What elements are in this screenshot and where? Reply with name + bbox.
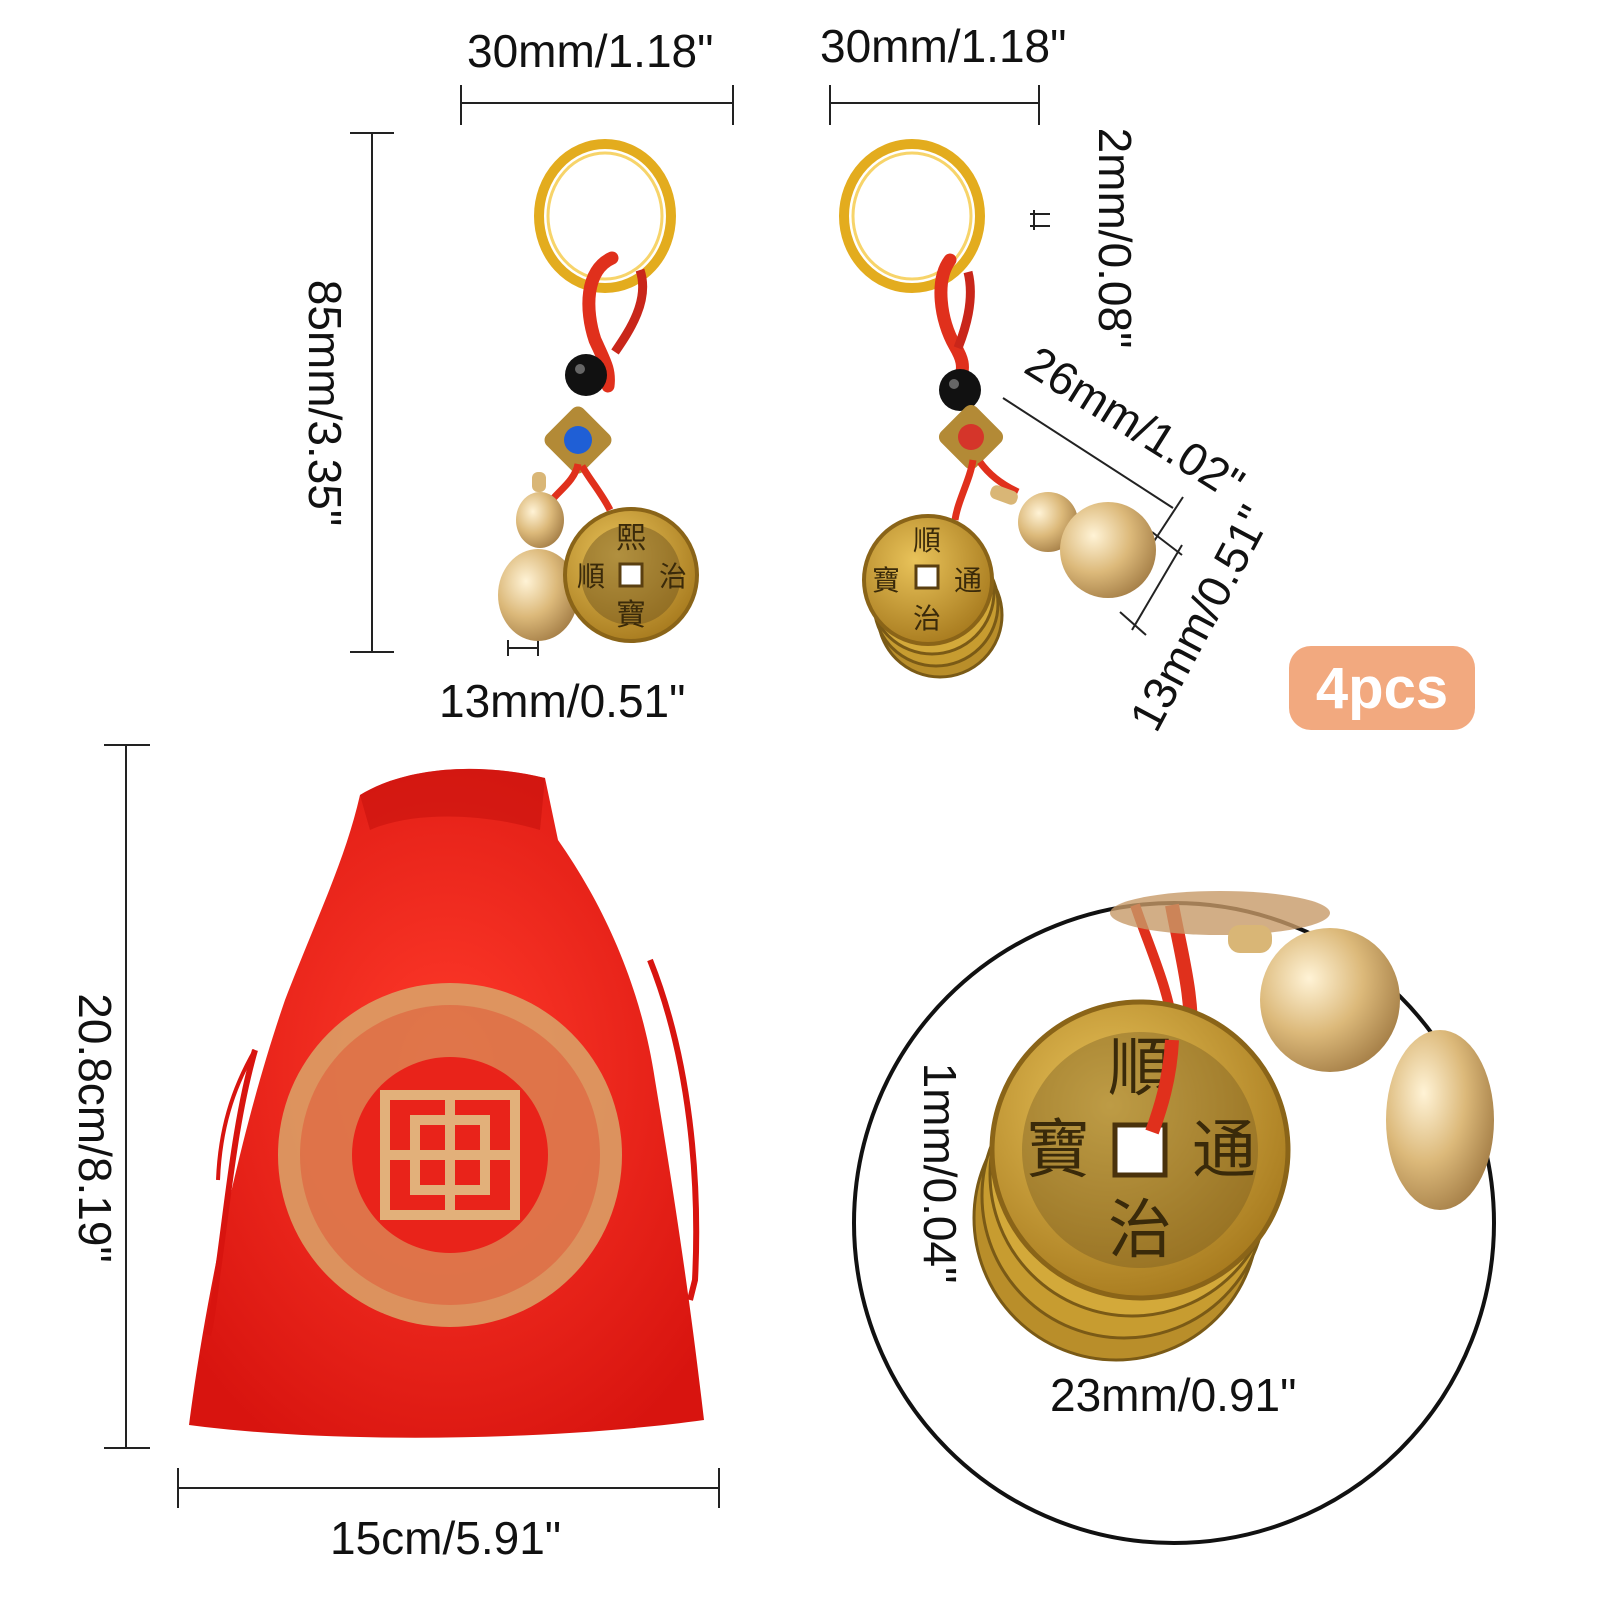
bag-width-label: 15cm/5.91" bbox=[330, 1512, 562, 1564]
ring-width-label-left: 30mm/1.18" bbox=[467, 25, 714, 77]
svg-text:通: 通 bbox=[954, 564, 982, 597]
quantity-badge: 4pcs bbox=[1289, 646, 1475, 730]
coin-thickness-label: 1mm/0.04" bbox=[914, 1062, 966, 1284]
svg-text:寶: 寶 bbox=[872, 564, 900, 597]
keychain-left: 熙 寶 順 治 bbox=[498, 139, 699, 643]
keychain-right: 順 治 寶 通 bbox=[839, 139, 1156, 679]
svg-text:寶: 寶 bbox=[616, 598, 646, 633]
drawstring-bag bbox=[189, 768, 704, 1438]
ring-thickness-label: 2mm/0.08" bbox=[1089, 127, 1141, 349]
svg-text:寶: 寶 bbox=[1026, 1114, 1090, 1188]
svg-text:通: 通 bbox=[1192, 1114, 1256, 1188]
svg-text:治: 治 bbox=[913, 602, 941, 635]
gourd-width-label-left: 13mm/0.51" bbox=[439, 675, 686, 727]
ring-width-label-right: 30mm/1.18" bbox=[820, 20, 1067, 72]
keychain-length-label: 85mm/3.35" bbox=[299, 279, 351, 527]
coin-closeup: 順 治 寶 通 bbox=[852, 891, 1496, 1545]
svg-text:治: 治 bbox=[659, 560, 687, 593]
coin-diameter-label: 23mm/0.91" bbox=[1050, 1369, 1297, 1421]
svg-text:治: 治 bbox=[1108, 1194, 1172, 1268]
svg-text:熙: 熙 bbox=[616, 521, 646, 556]
bag-height-label: 20.8cm/8.19" bbox=[69, 993, 121, 1263]
svg-text:順: 順 bbox=[913, 524, 941, 557]
svg-text:順: 順 bbox=[577, 560, 605, 593]
